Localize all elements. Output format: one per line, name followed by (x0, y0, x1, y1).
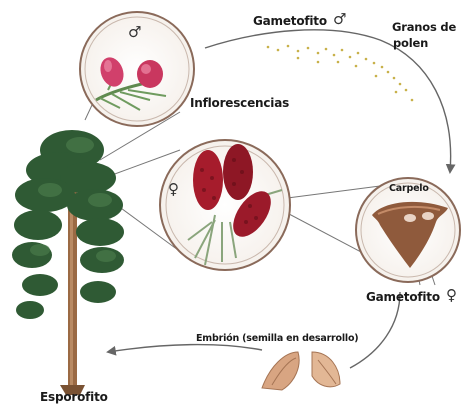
female-symbol-icon: ♀ (446, 288, 457, 303)
label-inflorescencias: Inflorescencias (190, 96, 289, 110)
label-embrion: Embrión (semilla en desarrollo) (196, 333, 358, 344)
label-esporofito: Esporofito (40, 390, 108, 404)
seeds-image (262, 352, 340, 390)
label-carpelo: Carpelo (389, 183, 429, 194)
pollen-grains (267, 45, 414, 102)
pine-tree (12, 130, 124, 395)
connector-tree-to-male (85, 105, 92, 120)
label-gametofito-male: Gametofito (253, 14, 327, 28)
male-symbol-icon-circle: ♂ (128, 25, 141, 40)
male-symbol-icon: ♂ (333, 12, 346, 27)
label-granos-line1: Granos de (392, 20, 456, 34)
label-gametofito-female: Gametofito (366, 290, 440, 304)
arrow-seed-to-tree (108, 345, 262, 352)
female-symbol-icon-circle: ♀ (168, 182, 179, 197)
label-granos-line2: polen (393, 36, 428, 50)
female-cone-circle (160, 140, 290, 270)
